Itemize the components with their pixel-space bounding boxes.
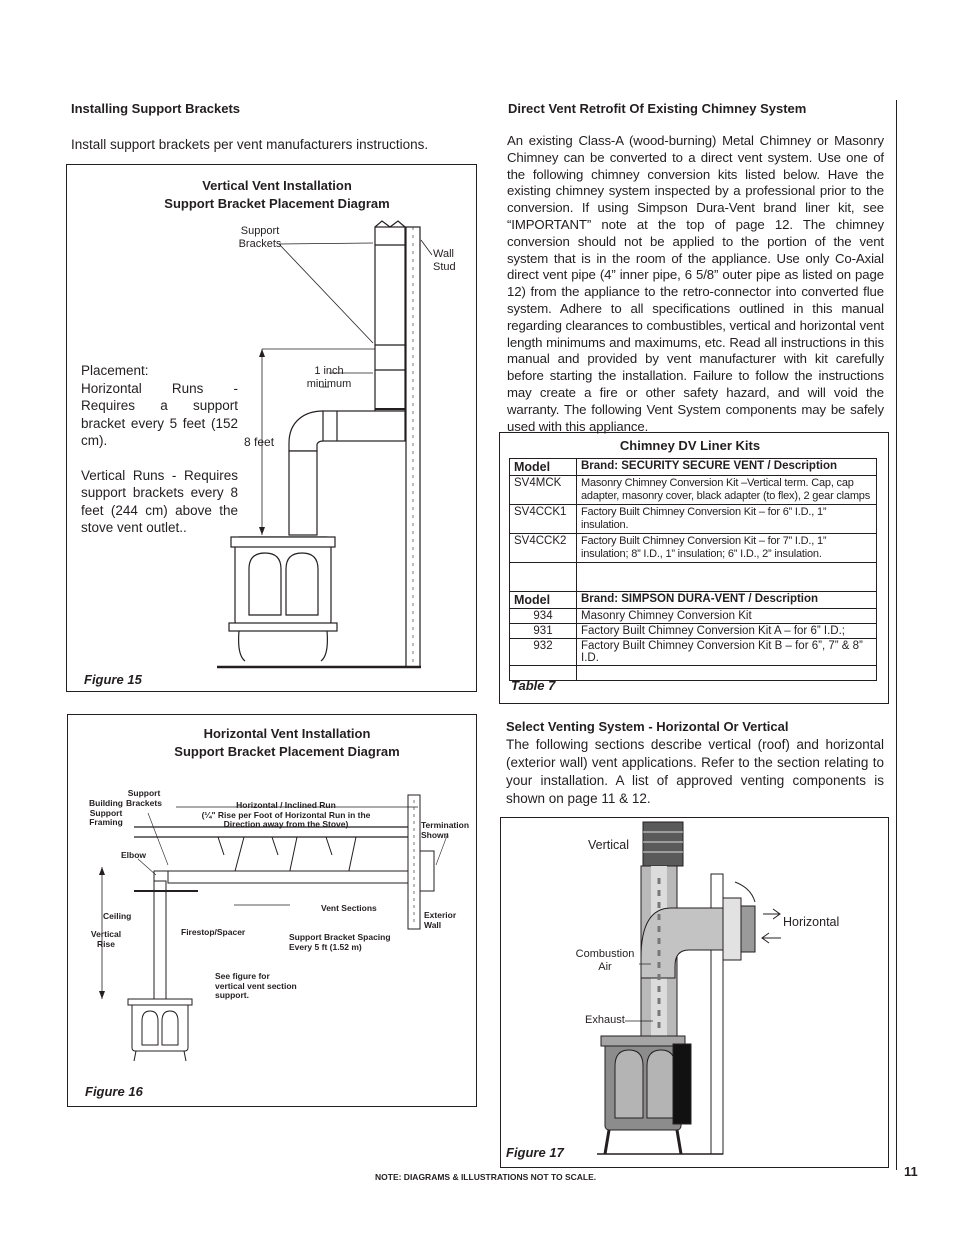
cell-model: SV4CCK1 <box>509 504 577 534</box>
horizontal-run-rise-note: (¼" Rise per Foot of Horizontal Run in t… <box>201 809 371 829</box>
label-exhaust: Exhaust <box>585 1014 625 1026</box>
figure-17-drawing <box>597 821 781 1155</box>
liner-kits-table: Model Brand: SECURITY SECURE VENT / Desc… <box>509 458 877 681</box>
cell-description: Factory Built Chimney Conversion Kit – f… <box>576 533 877 563</box>
figure-16-title-line2: Support Bracket Placement Diagram <box>174 744 400 759</box>
figure-15-title-line2: Support Bracket Placement Diagram <box>164 196 390 211</box>
label-ceiling: Ceiling <box>103 911 132 921</box>
cell-model: SV4CCK2 <box>509 533 577 563</box>
label-building-support-framing: Building Support Framing <box>89 798 123 827</box>
header-brand-simpson: Brand: SIMPSON DURA-VENT / Description <box>576 591 877 609</box>
label-support-brackets-16: Support Brackets <box>126 788 162 808</box>
placement-vertical: Vertical Runs - Requires support bracket… <box>81 467 238 536</box>
header-model: Model <box>509 458 577 476</box>
table-row: SV4CCK2 Factory Built Chimney Conversion… <box>509 533 877 563</box>
label-one-inch-minimum: 1 inch minimum <box>306 365 352 390</box>
select-venting-paragraph: The following sections describe vertical… <box>506 737 884 806</box>
header-brand-security: Brand: SECURITY SECURE VENT / Descriptio… <box>576 458 877 476</box>
table-spacer-row <box>509 665 877 681</box>
figure-17-label: Figure 17 <box>506 1145 564 1160</box>
figure-16-title: Horizontal Vent Installation Support Bra… <box>68 725 506 761</box>
table-7-label: Table 7 <box>511 678 556 693</box>
label-elbow: Elbow <box>121 850 147 860</box>
horizontal-run-title: Horizontal / Inclined Run <box>236 800 336 810</box>
label-vent-sections: Vent Sections <box>321 903 377 913</box>
cell-description: Factory Built Chimney Conversion Kit A –… <box>576 623 877 639</box>
cell-model: SV4MCK <box>509 475 577 505</box>
label-firestop-spacer: Firestop/Spacer <box>181 927 246 937</box>
header-model: Model <box>509 591 577 609</box>
cell-description: Masonry Chimney Conversion Kit –Vertical… <box>576 475 877 505</box>
label-vertical-rise: Vertical Rise <box>90 929 122 949</box>
placement-notes: Placement: Horizontal Runs - Requires a … <box>81 362 238 537</box>
cell-description: Factory Built Chimney Conversion Kit – f… <box>576 504 877 534</box>
label-bracket-spacing: Support Bracket Spacing Every 5 ft (1.52… <box>289 932 391 952</box>
figure-15-frame: Vertical Vent Installation Support Brack… <box>66 164 477 692</box>
label-see-figure: See figure for vertical vent section sup… <box>215 971 297 1000</box>
figure-16-drawing <box>99 794 449 1062</box>
label-horizontal-run: Horizontal / Inclined Run (¼" Rise per F… <box>190 800 382 830</box>
footer-note: NOTE: DIAGRAMS & ILLUSTRATIONS NOT TO SC… <box>375 1172 597 1182</box>
table-row: 931 Factory Built Chimney Conversion Kit… <box>509 623 877 639</box>
retrofit-paragraph: An existing Class-A (wood-burning) Metal… <box>507 133 884 434</box>
figure-16-label: Figure 16 <box>85 1084 143 1099</box>
table-row: SV4CCK1 Factory Built Chimney Conversion… <box>509 504 877 534</box>
figure-15-drawing <box>217 220 433 669</box>
table-header-row: Model Brand: SECURITY SECURE VENT / Desc… <box>509 458 877 476</box>
label-horizontal: Horizontal <box>783 915 840 929</box>
figure-17-frame: Vertical Horizontal Combustion Air Exhau… <box>500 817 889 1168</box>
placement-heading: Placement: <box>81 363 149 378</box>
cell-description: Masonry Chimney Conversion Kit <box>576 608 877 624</box>
page-number: 11 <box>904 1164 918 1179</box>
section-heading-select-venting: Select Venting System - Horizontal Or Ve… <box>506 719 789 734</box>
intro-text: Install support brackets per vent manufa… <box>71 137 429 152</box>
label-support-brackets: Support Brackets <box>238 225 282 250</box>
table-row: SV4MCK Masonry Chimney Conversion Kit –V… <box>509 475 877 505</box>
cell-description: Factory Built Chimney Conversion Kit B –… <box>576 638 877 666</box>
label-combustion-air: Combustion Air <box>575 948 635 973</box>
table-7-title: Chimney DV Liner Kits <box>619 438 761 453</box>
label-eight-feet: 8 feet <box>244 435 275 449</box>
figure-15-title: Vertical Vent Installation Support Brack… <box>67 177 487 213</box>
table-row: 934 Masonry Chimney Conversion Kit <box>509 608 877 624</box>
label-termination-shown: Termination Shown <box>421 820 470 840</box>
placement-horizontal: Horizontal Runs - Requires a support bra… <box>81 380 238 449</box>
section-heading-support-brackets: Installing Support Brackets <box>71 101 241 116</box>
label-exterior-wall: Exterior Wall <box>424 910 457 930</box>
cell-model: 931 <box>509 623 577 639</box>
figure-16-title-line1: Horizontal Vent Installation <box>203 726 371 741</box>
table-header-row: Model Brand: SIMPSON DURA-VENT / Descrip… <box>509 591 877 609</box>
table-row: 932 Factory Built Chimney Conversion Kit… <box>509 638 877 666</box>
figure-16-frame: Horizontal Vent Installation Support Bra… <box>67 714 477 1107</box>
label-vertical: Vertical <box>588 838 629 852</box>
cell-model: 932 <box>509 638 577 666</box>
figure-15-title-line1: Vertical Vent Installation <box>202 178 352 193</box>
column-rule <box>896 100 897 1170</box>
label-wall-stud: Wall Stud <box>433 248 456 273</box>
table-spacer-row <box>509 562 877 592</box>
table-7-frame: Chimney DV Liner Kits Model Brand: SECUR… <box>499 432 889 704</box>
cell-model: 934 <box>509 608 577 624</box>
section-heading-retrofit: Direct Vent Retrofit Of Existing Chimney… <box>508 101 807 116</box>
figure-15-label: Figure 15 <box>84 672 142 687</box>
